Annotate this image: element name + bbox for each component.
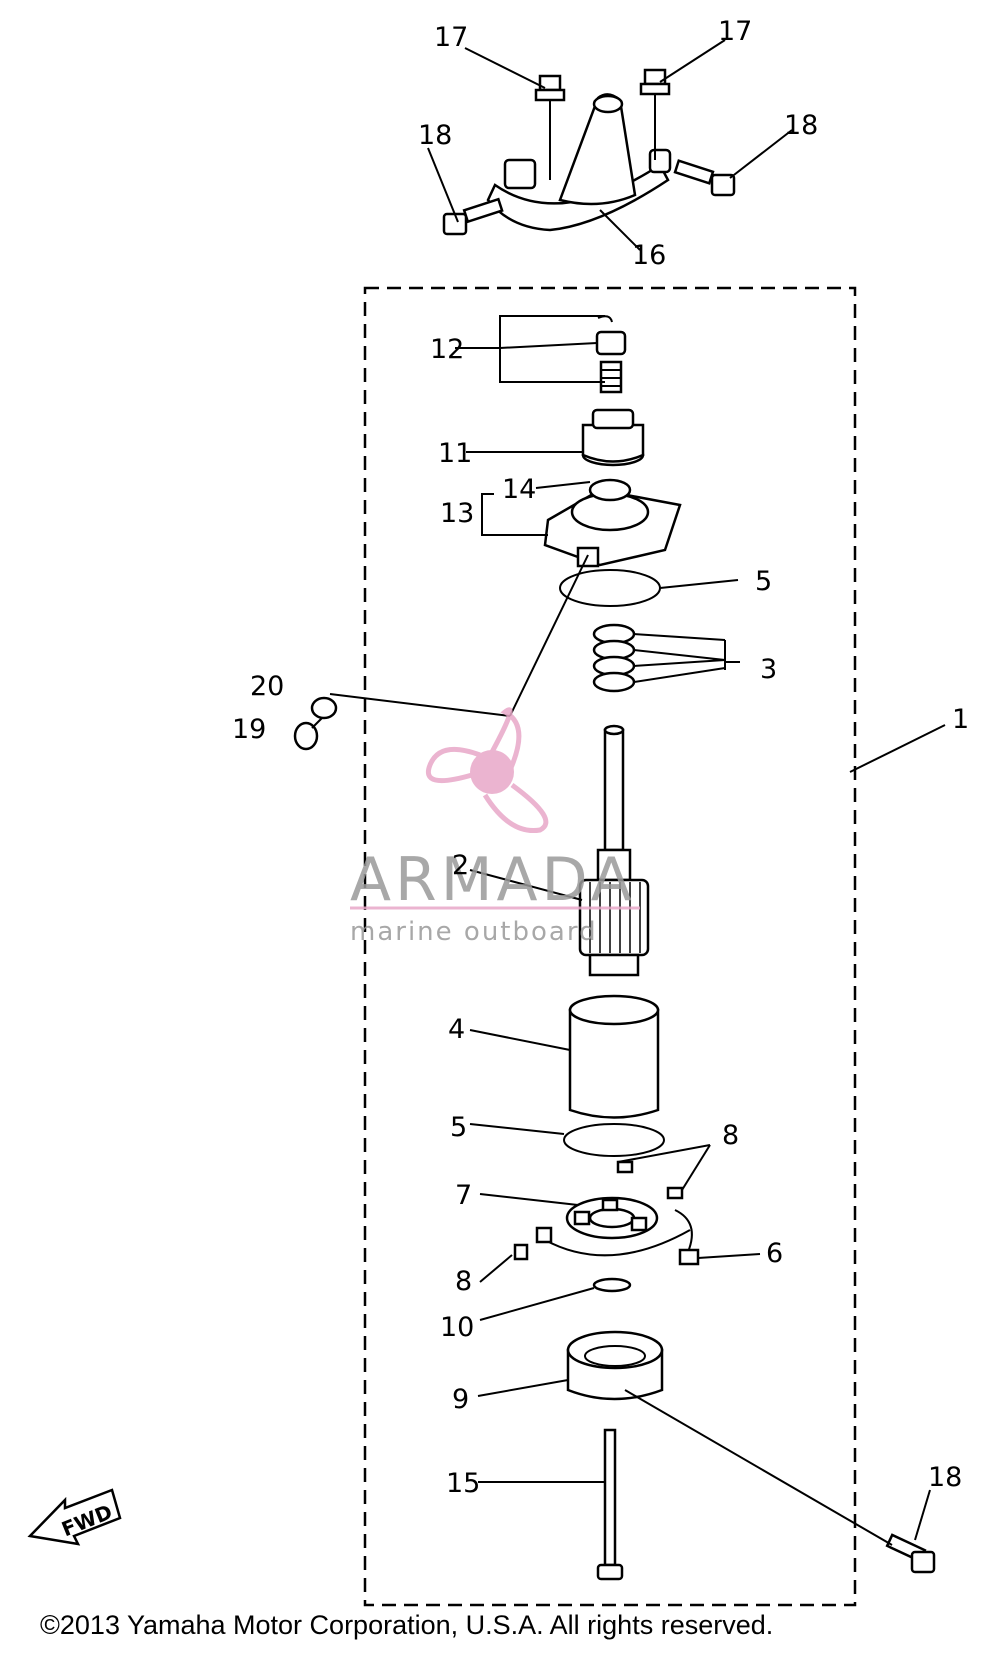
watermark-tagline: marine outboard: [350, 917, 598, 947]
label-18-left: 18: [418, 120, 452, 151]
part-labels: 17 17 18 18 16 12 11 14 13 5 3 20 19 1 2…: [232, 16, 969, 1499]
label-8-right: 8: [722, 1120, 739, 1151]
leader-lines: [329, 39, 946, 1546]
part-7-brush-holder: [544, 1196, 691, 1257]
part-4-yoke: [568, 994, 660, 1119]
part-18-bolt-right: [673, 159, 736, 197]
part-3-washers: [592, 623, 636, 693]
label-8-left: 8: [455, 1266, 472, 1297]
label-17-right: 17: [718, 16, 752, 47]
label-12: 12: [430, 334, 464, 365]
label-7: 7: [455, 1180, 472, 1211]
label-9: 9: [452, 1384, 469, 1415]
part-19-screw: [293, 717, 323, 751]
part-18-bolt-left: [442, 197, 504, 236]
label-4: 4: [448, 1014, 465, 1045]
label-19: 19: [232, 714, 266, 745]
assembly-boundary: [363, 286, 857, 1607]
label-3: 3: [760, 654, 777, 685]
part-13-front-bracket: [543, 478, 682, 568]
part-20-nut: [310, 696, 338, 720]
label-20: 20: [250, 671, 284, 702]
label-1: 1: [952, 704, 969, 735]
part-11-pinion-gear: [581, 408, 645, 467]
label-16: 16: [632, 240, 666, 271]
part-16-cover: [486, 93, 672, 232]
part-17-bolt-left: [534, 74, 566, 180]
part-2-armature: [578, 724, 650, 977]
label-10: 10: [440, 1312, 474, 1343]
label-13: 13: [440, 498, 474, 529]
part-15-through-bolt: [596, 1428, 624, 1581]
part-6-lead-wire: [674, 1209, 700, 1266]
fwd-arrow: FWD: [27, 1488, 122, 1546]
armada-watermark: ARMADA marine outboard: [350, 707, 640, 947]
part-8-brushes: [513, 1160, 684, 1261]
label-15: 15: [446, 1468, 480, 1499]
label-14: 14: [502, 474, 536, 505]
label-18-bottom: 18: [928, 1462, 962, 1493]
propeller-logo: [426, 707, 549, 834]
part-5-o-ring-top: [559, 569, 661, 607]
label-18-right: 18: [784, 110, 818, 141]
part-10-washer: [592, 1277, 632, 1293]
label-6: 6: [766, 1238, 783, 1269]
label-5-bottom: 5: [450, 1112, 467, 1143]
part-12-clip-collar-spring: [595, 315, 627, 394]
label-11: 11: [438, 438, 472, 469]
part-18-bolt-bottom: [885, 1533, 936, 1574]
part-9-rear-cover: [566, 1330, 664, 1401]
part-5-o-ring-bottom: [563, 1123, 665, 1157]
label-5-top: 5: [755, 566, 772, 597]
part-17-bolt-right: [639, 68, 671, 160]
watermark-brand: ARMADA: [350, 845, 636, 915]
copyright-notice: ©2013 Yamaha Motor Corporation, U.S.A. A…: [40, 1610, 774, 1640]
label-2: 2: [452, 850, 469, 881]
label-17-left: 17: [434, 22, 468, 53]
